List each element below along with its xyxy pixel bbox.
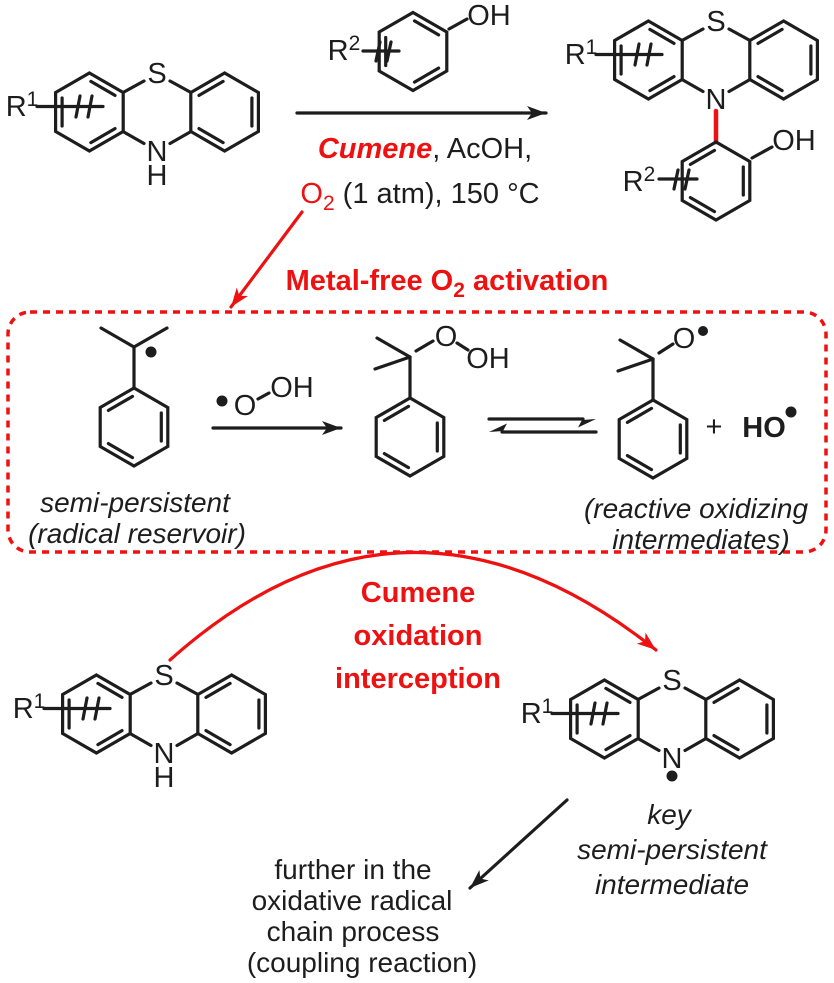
phenothiazine-aminyl-radical: [521, 665, 774, 782]
cumene-hydroperoxide: O OH: [373, 321, 510, 478]
ho-label: HO: [742, 412, 786, 444]
reactive-caption-1: (reactive oxidizing: [584, 493, 809, 524]
hydroperoxyl-radical: O OH: [216, 372, 314, 422]
interception-caption-1: Cumene: [361, 577, 475, 609]
further-caption-4: (coupling reaction): [247, 947, 477, 978]
oh-bond: [750, 145, 774, 160]
n-aryl-phenothiazine-product: OH R2: [565, 6, 818, 222]
radical-dot: [216, 395, 228, 407]
hydroxyl-label: OH: [467, 0, 511, 32]
radical-dot: [785, 406, 797, 418]
phenol-reagent: OH R2: [328, 0, 511, 93]
key-caption-1: key: [647, 799, 693, 830]
reservoir-caption-1: semi-persistent: [40, 487, 231, 518]
oh-bond: [447, 17, 469, 31]
metal-free-caption: Metal-free O2 activation: [286, 265, 609, 302]
interception-caption-3: interception: [335, 663, 501, 695]
oxygen-label: O: [673, 323, 696, 355]
reactive-caption-2: intermediates): [612, 524, 789, 555]
nh-hydrogen-label: H: [154, 762, 175, 794]
plus-sign: +: [706, 411, 723, 443]
equilibrium-arrows: [487, 417, 598, 434]
variable-position-hash: [385, 40, 393, 63]
o2-activation-arrow: [229, 210, 304, 309]
variable-position-hash: [672, 168, 680, 191]
oxygen-label: O: [435, 321, 458, 353]
oxygen-label: O: [234, 390, 257, 422]
further-caption-1: further in the: [274, 854, 431, 885]
hydroxyl-label: OH: [466, 343, 510, 375]
radical-dot: [666, 770, 678, 782]
variable-position-hash: [683, 168, 691, 191]
cumyl-radical: [98, 326, 170, 468]
radical-dot: [698, 326, 708, 336]
interception-caption-2: oxidation: [354, 620, 483, 652]
further-caption-2: oxidative radical: [252, 885, 453, 916]
further-caption-3: chain process: [267, 916, 440, 947]
conditions-line1: Cumene, AcOH,: [318, 133, 532, 165]
variable-position-hash: [374, 40, 382, 63]
phenothiazine-substrate-bottom: H: [13, 660, 266, 794]
hydroxyl-radical: HO: [742, 406, 797, 444]
interception-arc-arrow: [168, 550, 658, 662]
hydroxyl-label: OH: [772, 125, 816, 157]
cumyloxy-radical: O: [616, 323, 708, 480]
conditions-line2: O2 (1 atm), 150 °C: [300, 178, 539, 215]
chain-process-arrow: [468, 798, 569, 890]
key-caption-2: semi-persistent: [577, 834, 768, 865]
radical-dot: [145, 346, 157, 358]
reservoir-caption-2: (radical reservoir): [28, 518, 246, 549]
key-caption-3: intermediate: [595, 869, 749, 900]
r2-label: R2: [623, 163, 656, 198]
r2-label: R2: [328, 32, 361, 67]
hydroxyl-label: OH: [270, 372, 314, 404]
phenothiazine-substrate: H: [6, 58, 259, 192]
nh-hydrogen-label: H: [147, 160, 168, 192]
